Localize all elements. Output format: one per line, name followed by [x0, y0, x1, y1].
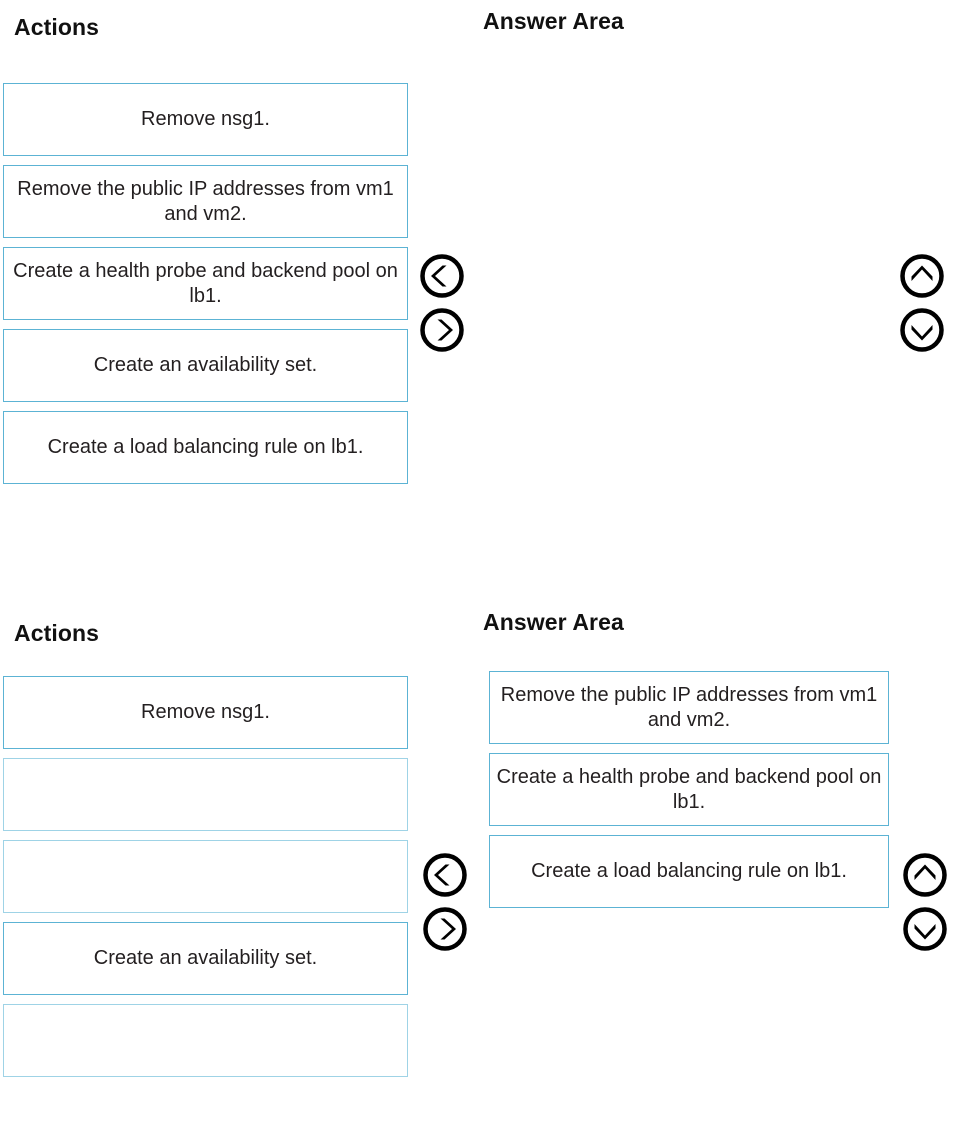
action-item[interactable]: Remove the public IP addresses from vm1 …	[3, 165, 408, 238]
move-up-icon[interactable]	[898, 252, 946, 300]
move-down-icon[interactable]	[901, 905, 949, 953]
action-item[interactable]: Create an availability set.	[3, 329, 408, 402]
question-panel-answered: Actions Answer Area Remove nsg1. Create …	[0, 560, 978, 1129]
actions-column-heading: Actions	[14, 620, 100, 646]
answer-item[interactable]: Create a health probe and backend pool o…	[489, 753, 889, 826]
move-horizontal-controls	[418, 252, 466, 354]
move-vertical-controls	[898, 252, 946, 354]
action-item[interactable]: Create a health probe and backend pool o…	[3, 247, 408, 320]
answer-area-heading: Answer Area	[483, 8, 624, 34]
actions-column-heading: Actions	[14, 14, 100, 40]
action-item-empty[interactable]	[3, 1004, 408, 1077]
move-up-icon[interactable]	[901, 851, 949, 899]
action-item[interactable]: Remove nsg1.	[3, 676, 408, 749]
action-item[interactable]: Remove nsg1.	[3, 83, 408, 156]
answer-list: Remove the public IP addresses from vm1 …	[489, 671, 889, 917]
answer-item[interactable]: Remove the public IP addresses from vm1 …	[489, 671, 889, 744]
actions-list: Remove nsg1. Create an availability set.	[3, 676, 408, 1086]
move-right-icon[interactable]	[421, 905, 469, 953]
actions-list: Remove nsg1. Remove the public IP addres…	[3, 83, 408, 493]
action-item-empty[interactable]	[3, 758, 408, 831]
question-panel-unanswered: Actions Answer Area Remove nsg1. Remove …	[0, 0, 978, 560]
move-left-icon[interactable]	[421, 851, 469, 899]
move-vertical-controls	[901, 851, 949, 953]
move-horizontal-controls	[421, 851, 469, 953]
move-right-icon[interactable]	[418, 306, 466, 354]
move-down-icon[interactable]	[898, 306, 946, 354]
answer-item[interactable]: Create a load balancing rule on lb1.	[489, 835, 889, 908]
action-item[interactable]: Create an availability set.	[3, 922, 408, 995]
answer-area-heading: Answer Area	[483, 609, 624, 635]
action-item[interactable]: Create a load balancing rule on lb1.	[3, 411, 408, 484]
move-left-icon[interactable]	[418, 252, 466, 300]
action-item-empty[interactable]	[3, 840, 408, 913]
